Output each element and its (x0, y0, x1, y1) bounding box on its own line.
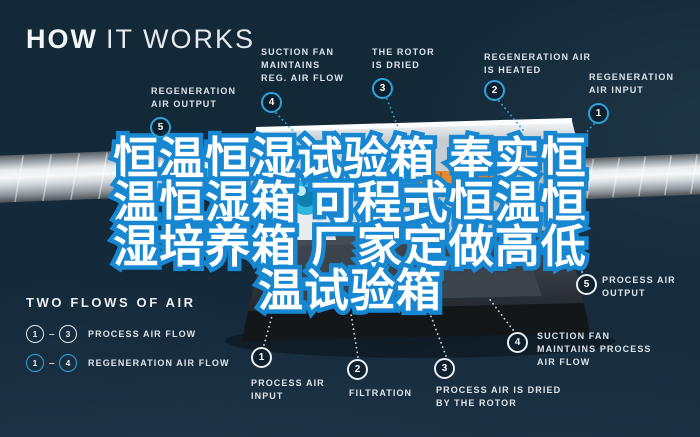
callout-label-suction-fan-reg: SUCTION FAN MAINTAINS REG. AIR FLOW (261, 47, 344, 84)
legend-title: TWO FLOWS OF AIR (26, 295, 196, 310)
vent-left (272, 151, 287, 159)
headline-line-1-stroke: 恒温恒湿试验箱 奉实恒 (109, 132, 591, 186)
fan-highlight (296, 186, 306, 196)
legend-separator-1: – (49, 329, 55, 340)
legend-label-process-air-flow: PROCESS AIR FLOW (88, 329, 197, 339)
callout-badge-3-regeneration: 3 (372, 78, 393, 99)
callout-label-process-air-input: PROCESS AIR INPUT (251, 378, 325, 402)
callout-label-process-air-dried: PROCESS AIR IS DRIED BY THE ROTOR (436, 385, 562, 409)
headline-line-1: 恒温恒湿试验箱 奉实恒 恒温恒湿试验箱 奉实恒 (0, 132, 700, 186)
headline-line-1-fill: 恒温恒湿试验箱 奉实恒 (113, 133, 587, 184)
duct-left-seams (14, 146, 248, 203)
legend-separator-2: – (49, 358, 55, 369)
heater-element (415, 171, 503, 184)
callout-label-filtration: FILTRATION (349, 388, 413, 398)
legend-circle-from-1-blue: 1 (26, 354, 44, 372)
headline-line-4-fill: 温试验箱 (257, 265, 442, 316)
headline-line-2: 温恒湿箱 可程式恒温恒 温恒湿箱 可程式恒温恒 (0, 176, 700, 230)
duct-right-seams (586, 154, 698, 199)
lid-highlight (256, 118, 572, 132)
headline-line-2-stroke: 温恒湿箱 可程式恒温恒 (109, 176, 591, 230)
callout-badge-1-process: 1 (251, 347, 272, 368)
leader-lines-blue (164, 98, 595, 170)
legend-circle-from-1: 1 (26, 325, 44, 343)
callout-label-regeneration-air-output: REGENERATION AIR OUTPUT (151, 86, 237, 110)
callout-badge-4-process: 4 (507, 332, 528, 353)
headline-line-3: 湿培养箱 厂家定做高低 湿培养箱 厂家定做高低 (0, 220, 700, 274)
headline-line-3-fill: 湿培养箱 厂家定做高低 (113, 221, 587, 272)
headline: 恒温恒湿试验箱 奉实恒 恒温恒湿试验箱 奉实恒 温恒湿箱 可程式恒温恒 温恒湿箱… (0, 132, 700, 318)
duct-right (571, 153, 700, 200)
callout-label-rotor-dried: THE ROTOR IS DRIED (372, 47, 435, 71)
callout-badge-5-process: 5 (576, 274, 597, 295)
headline-line-4-stroke: 温试验箱 (253, 264, 445, 318)
callout-label-regeneration-air-input: REGENERATION AIR INPUT (589, 72, 675, 96)
callout-badge-1-regeneration: 1 (588, 103, 609, 124)
fan-housing (280, 212, 336, 240)
callout-badge-5-regeneration: 5 (150, 117, 171, 138)
headline-line-3-stroke: 湿培养箱 厂家定做高低 (109, 220, 591, 274)
duct-left (0, 145, 259, 203)
legend-circle-to-4-blue: 4 (59, 354, 77, 372)
machine-body (258, 136, 574, 238)
headline-line-2-fill: 温恒湿箱 可程式恒温恒 (113, 177, 587, 228)
callout-label-suction-fan-process: SUCTION FAN MAINTAINS PROCESS AIR FLOW (537, 331, 652, 368)
machine-base (242, 303, 590, 341)
heater-ribs (424, 172, 490, 183)
headline-line-4: 温试验箱 温试验箱 (0, 264, 700, 318)
vent-right (547, 141, 564, 151)
callout-badge-2-process: 2 (347, 359, 368, 380)
callout-badge-4-regeneration: 4 (261, 92, 282, 113)
leader-lines-white (263, 245, 583, 358)
title-words-it-works: IT WORKS (105, 24, 255, 54)
machine-lid (254, 121, 576, 146)
title-word-how: HOW (26, 24, 98, 54)
callout-label-regeneration-air-heated: REGENERATION AIR IS HEATED (484, 52, 592, 76)
callout-badge-2-regeneration: 2 (484, 80, 505, 101)
callout-label-process-air-output: PROCESS AIR OUTPUT (602, 275, 676, 299)
legend-circle-to-3: 3 (59, 325, 77, 343)
cavity-floor (282, 240, 542, 302)
callout-badge-3-process: 3 (434, 358, 455, 379)
legend-label-regeneration-air-flow: REGENERATION AIR FLOW (88, 358, 230, 368)
